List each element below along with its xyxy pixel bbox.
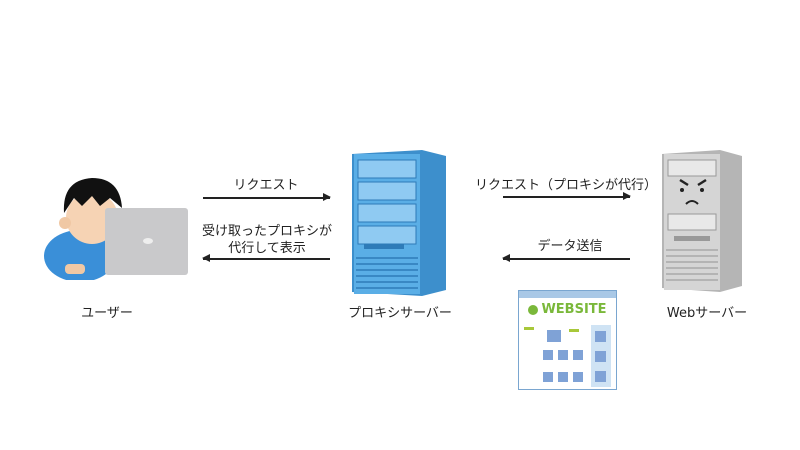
web-server-label: Webサーバー <box>666 306 748 321</box>
proxy-request-arrow <box>503 193 631 199</box>
website-logo-text: WEBSITE <box>541 302 607 317</box>
data-send-label: データ送信 <box>537 239 603 254</box>
response-label-line2: 代行して表示 <box>228 241 306 256</box>
user-label: ユーザー <box>81 306 133 321</box>
website-logo-icon <box>528 304 539 315</box>
request-arrow <box>203 194 331 200</box>
angry-face-icon <box>679 178 707 187</box>
data-send-arrow <box>502 255 630 261</box>
user-with-laptop-illustration <box>44 178 188 280</box>
web-server-illustration <box>662 150 742 292</box>
proxy-server-label: プロキシサーバー <box>348 306 452 321</box>
proxy-server-illustration <box>352 150 446 296</box>
response-label-line1: 受け取ったプロキシが <box>201 224 333 239</box>
proxy-request-label: リクエスト（プロキシが代行） <box>474 178 658 193</box>
website-illustration: WEBSITE <box>518 290 617 390</box>
request-label: リクエスト <box>233 178 299 193</box>
response-arrow <box>202 255 330 261</box>
